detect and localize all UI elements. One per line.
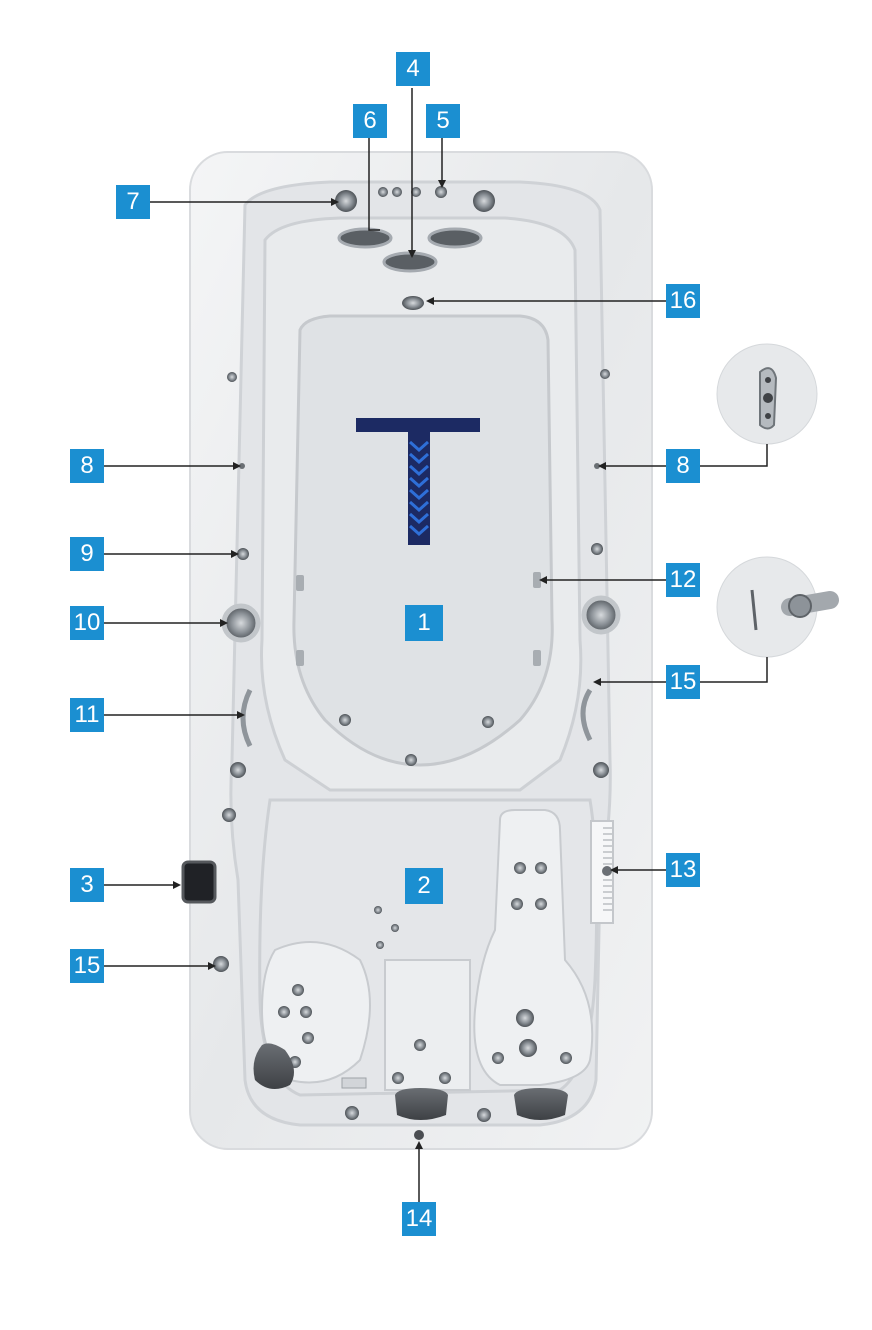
headrest-pillow-right [514, 1088, 568, 1120]
callout-5: 5 [426, 104, 460, 138]
seat-jet-1 [514, 862, 526, 874]
callout-6: 6 [353, 104, 387, 138]
seat-jet-9 [292, 984, 304, 996]
detail-tether-hole-1 [765, 377, 771, 383]
seat-jet-11 [300, 1006, 312, 1018]
callout-12: 12 [666, 563, 700, 597]
filter-knob [602, 866, 612, 876]
swim-step-grip-1 [296, 575, 304, 591]
callout-2: 2 [405, 868, 443, 904]
rear-jet-right [477, 1108, 491, 1122]
callout-15-left: 15 [70, 949, 104, 983]
control-panel [181, 860, 217, 904]
corner-jet-left [222, 808, 236, 822]
swim-jet-left [337, 227, 393, 249]
leader-lines [104, 88, 768, 1202]
seat-jet-18 [392, 1072, 404, 1084]
seat-jet-10 [278, 1006, 290, 1018]
callout-15-right: 15 [666, 665, 700, 699]
seat-jet-4 [535, 898, 547, 910]
rear-jet-left [345, 1106, 359, 1120]
seat-jet-17 [414, 1039, 426, 1051]
swim-jet-right [427, 227, 483, 249]
suction-fitting [402, 296, 424, 310]
light-right [591, 543, 603, 555]
lounger-seat [473, 809, 594, 1086]
cup-holder-jet-left [221, 603, 261, 643]
air-valve-left [213, 956, 229, 972]
detail-tether-hole-3 [765, 413, 771, 419]
detail-rail-clip [750, 589, 758, 631]
callout-10: 10 [70, 606, 104, 640]
small-jet-3 [411, 187, 421, 197]
seat-jet-12 [302, 1032, 314, 1044]
center-seat [384, 959, 471, 1091]
detail-tether-hole-2 [763, 393, 773, 403]
wall-jet-left [335, 190, 357, 212]
tether-point-left [239, 463, 245, 469]
seat-jet-16 [376, 941, 384, 949]
skimmer-filter-slats [603, 827, 612, 911]
floor-jet-1 [339, 714, 351, 726]
leader-arrowheads [173, 180, 618, 1149]
seat-jet-3 [511, 898, 523, 910]
callout-16: 16 [666, 284, 700, 318]
callout-13: 13 [666, 853, 700, 887]
corner-seat [260, 941, 371, 1084]
grab-rail-right [580, 688, 593, 742]
air-control-knob [435, 186, 447, 198]
corner-jet-left-2 [230, 762, 246, 778]
callout-9: 9 [70, 537, 104, 571]
seat-jet-6 [519, 1039, 537, 1057]
small-jet-2 [392, 187, 402, 197]
callout-14: 14 [402, 1202, 436, 1236]
callout-4: 4 [396, 52, 430, 86]
callout-11: 11 [70, 698, 104, 732]
callout-8-right: 8 [666, 449, 700, 483]
floor-jet-2 [482, 716, 494, 728]
callout-3: 3 [70, 868, 104, 902]
seat-jet-19 [439, 1072, 451, 1084]
corner-jet-right [593, 762, 609, 778]
seat-jet-2 [535, 862, 547, 874]
callout-1: 1 [405, 605, 443, 641]
seat-jet-8 [560, 1052, 572, 1064]
leader-6 [368, 138, 380, 231]
swim-jet-center [382, 251, 438, 273]
lane-chevrons [409, 440, 429, 537]
seat-jet-5 [516, 1009, 534, 1027]
side-jet-right-top [600, 369, 610, 379]
overflow-grate [341, 1077, 367, 1089]
swim-step-grip-4 [533, 650, 541, 666]
tether-point-right [594, 463, 600, 469]
drain-valve [414, 1130, 424, 1140]
callout-8-left: 8 [70, 449, 104, 483]
seat-jet-15 [391, 924, 399, 932]
seat-jet-7 [492, 1052, 504, 1064]
detail-rail-end [788, 594, 812, 618]
seat-jet-14 [374, 906, 382, 914]
small-jet-1 [378, 187, 388, 197]
swim-step-grip-2 [296, 650, 304, 666]
floor-jet-3 [405, 754, 417, 766]
corner-pillow [253, 1043, 294, 1089]
swim-step-grip-3 [533, 572, 541, 588]
grab-rail-left [240, 688, 253, 748]
side-jet-left-top [227, 372, 237, 382]
headrest-pillow-left [395, 1088, 448, 1120]
light-left [237, 548, 249, 560]
callout-7: 7 [116, 185, 150, 219]
lane-marker-bar [356, 418, 480, 432]
wall-jet-right [473, 190, 495, 212]
cup-holder-jet-right [581, 595, 621, 635]
